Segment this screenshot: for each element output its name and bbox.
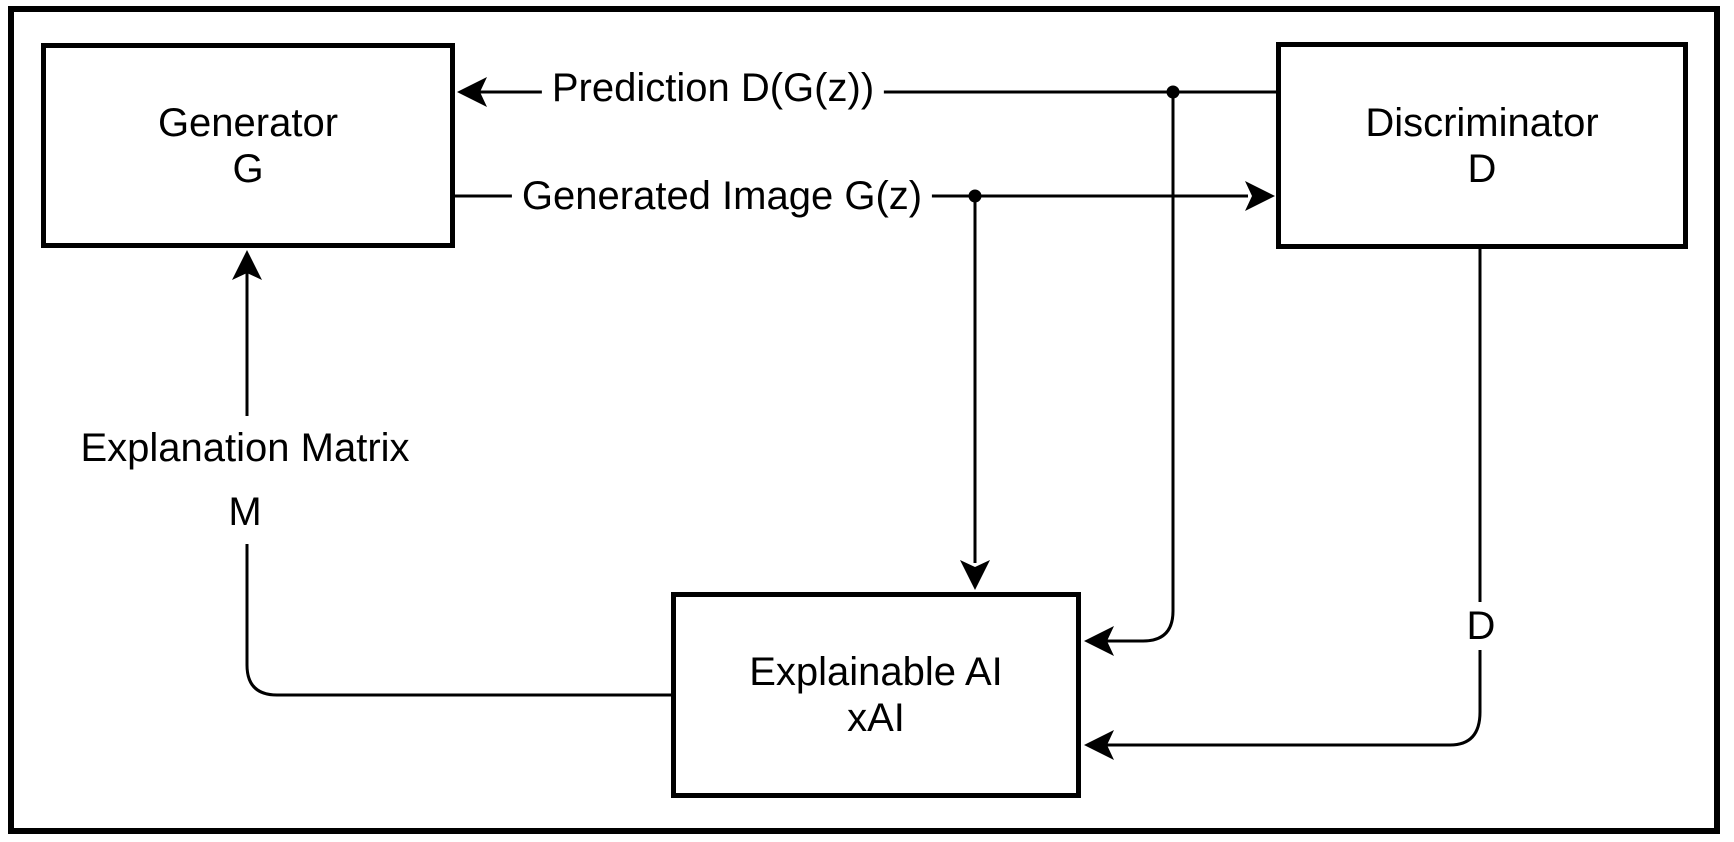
explanation-matrix-edge-label-line2: M xyxy=(228,490,262,534)
node-xai-title: Explainable AI xyxy=(749,650,1003,694)
node-generator: Generator G xyxy=(41,43,455,248)
prediction-edge-label: Prediction D(G(z)) xyxy=(541,64,885,112)
prediction-branch-line xyxy=(1097,92,1175,643)
node-discriminator: Discriminator D xyxy=(1276,42,1688,249)
explanation-matrix-edge-label: Explanation Matrix M xyxy=(70,416,420,544)
node-generator-symbol: G xyxy=(232,146,264,191)
node-xai-symbol: xAI xyxy=(847,696,905,740)
node-xai: Explainable AI xAI xyxy=(671,592,1081,798)
discriminator-to-xai-line xyxy=(1097,248,1482,747)
discriminator-to-xai-arrowhead-icon xyxy=(1084,730,1114,760)
generated-image-arrowhead-icon xyxy=(1245,181,1275,211)
explanation-matrix-arrowhead-icon xyxy=(232,250,262,280)
explanation-matrix-edge-label-line1: Explanation Matrix xyxy=(80,426,410,470)
discriminator-to-xai-edge-label: D xyxy=(1460,602,1502,650)
prediction-arrowhead-icon xyxy=(457,77,487,107)
generated-image-edge-label: Generated Image G(z) xyxy=(511,172,933,220)
outer-border xyxy=(8,6,1720,834)
node-generator-title: Generator xyxy=(157,100,339,145)
explanation-matrix-line xyxy=(245,266,671,697)
generated-image-branch-arrowhead-icon xyxy=(960,560,990,590)
prediction-branch-arrowhead-icon xyxy=(1084,626,1114,656)
node-discriminator-title: Discriminator xyxy=(1365,100,1599,145)
node-discriminator-symbol: D xyxy=(1467,146,1497,191)
